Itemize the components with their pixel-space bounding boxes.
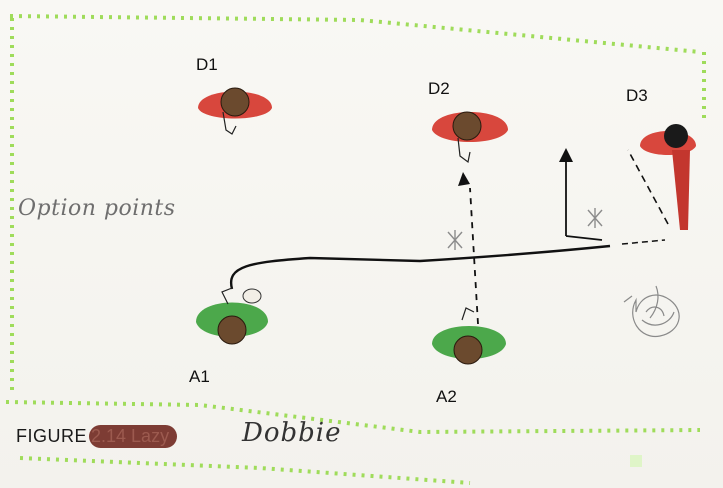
a1-head xyxy=(217,315,247,345)
d3-head xyxy=(664,124,688,148)
a1-arm xyxy=(221,287,233,305)
d2-arm xyxy=(457,137,471,164)
caption-figure-number: 2.14 Lazy xyxy=(89,424,178,448)
a2-arm xyxy=(461,307,475,321)
d3-label: D3 xyxy=(626,86,648,105)
figure-caption: FIGURE 2.14 Lazy xyxy=(16,421,178,451)
pencil-scribble xyxy=(623,285,680,338)
d2-head xyxy=(452,111,482,141)
d3-run-tail xyxy=(621,239,666,245)
a1-label: A1 xyxy=(189,367,210,386)
d3-body xyxy=(672,150,690,230)
d2-label: D2 xyxy=(428,79,450,98)
dashed-border xyxy=(5,14,706,485)
corner-mark xyxy=(630,455,642,467)
ball-carrier-path xyxy=(229,244,611,290)
caption-figure-label: FIGURE xyxy=(16,425,88,446)
d1-arm xyxy=(222,111,237,135)
ball-icon xyxy=(242,288,262,304)
a2-run-arrowhead xyxy=(458,172,470,186)
option-points-note: Option points xyxy=(18,196,176,221)
d3-run-path xyxy=(627,149,669,225)
attacker-a1: A1 xyxy=(189,287,268,386)
option-star-2 xyxy=(587,208,603,228)
d1-head xyxy=(220,87,250,117)
defender-d3: D3 xyxy=(626,86,696,230)
attacker-a2: A2 xyxy=(432,307,506,406)
dashed-border-top xyxy=(9,14,701,54)
option-arrow-foot xyxy=(565,235,603,241)
a2-label: A2 xyxy=(436,387,457,406)
defender-d2: D2 xyxy=(428,79,508,164)
defender-d1: D1 xyxy=(196,55,272,135)
a2-head xyxy=(453,335,483,365)
dashed-border-bottom xyxy=(19,456,471,485)
a2-run-path xyxy=(469,187,479,325)
handwritten-name: Dobbie xyxy=(242,418,342,448)
option-arrowhead xyxy=(559,148,573,162)
option-star-1 xyxy=(447,230,463,250)
d1-label: D1 xyxy=(196,55,218,74)
